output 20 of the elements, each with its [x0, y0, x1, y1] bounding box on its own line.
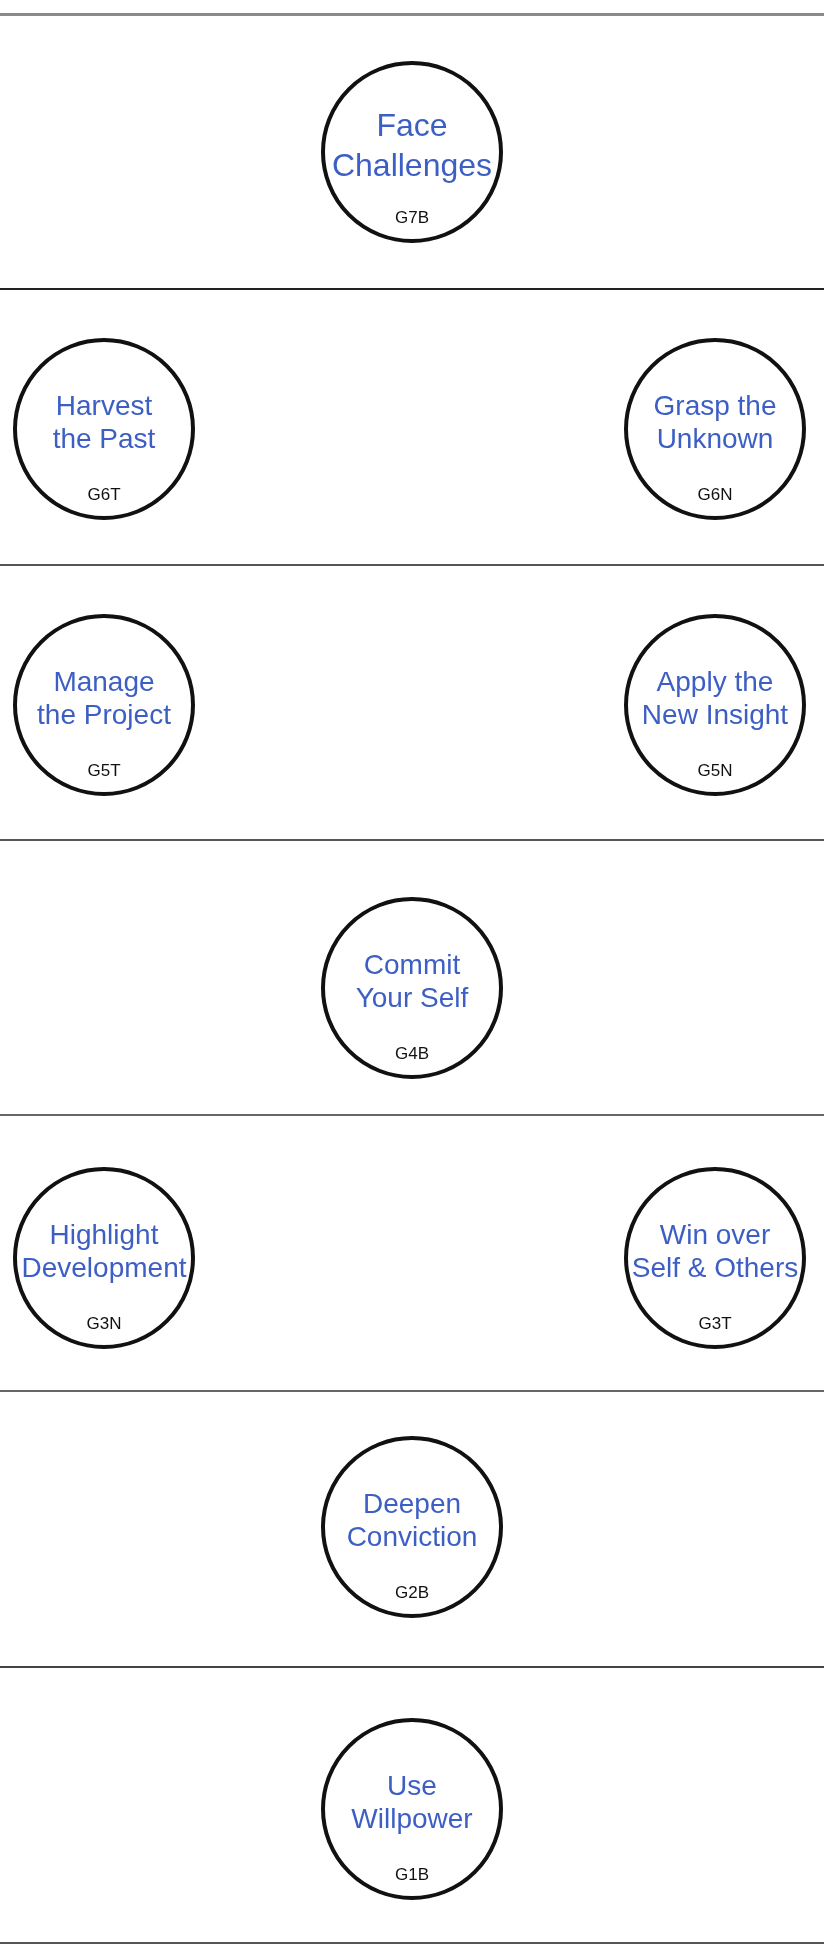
circle-heading: Deepen Conviction [346, 1487, 478, 1553]
code-label: G6N [697, 485, 733, 505]
circle-heading: Win over Self & Others [631, 1218, 799, 1284]
code-label: G2B [395, 1583, 429, 1603]
circle-heading: Harvest the Past [52, 389, 156, 455]
circle-heading: Face Challenges [331, 106, 493, 185]
code-label: G4B [395, 1044, 429, 1064]
code-label: G5T [87, 761, 121, 781]
code-label: G3N [86, 1314, 122, 1334]
circle-heading: Grasp the Unknown [653, 389, 777, 455]
circle-heading: Use Willpower [351, 1769, 473, 1835]
circle-heading: Highlight Development [21, 1218, 187, 1284]
code-label: G3T [698, 1314, 732, 1334]
circle-heading: Manage the Project [37, 665, 171, 731]
circle-heading: Apply the New Insight [641, 665, 789, 731]
circle-heading: Commit Your Self [355, 948, 469, 1014]
code-label: G6T [87, 485, 121, 505]
code-label: G1B [395, 1865, 429, 1885]
code-label: G7B [395, 208, 429, 228]
code-label: G5N [697, 761, 733, 781]
